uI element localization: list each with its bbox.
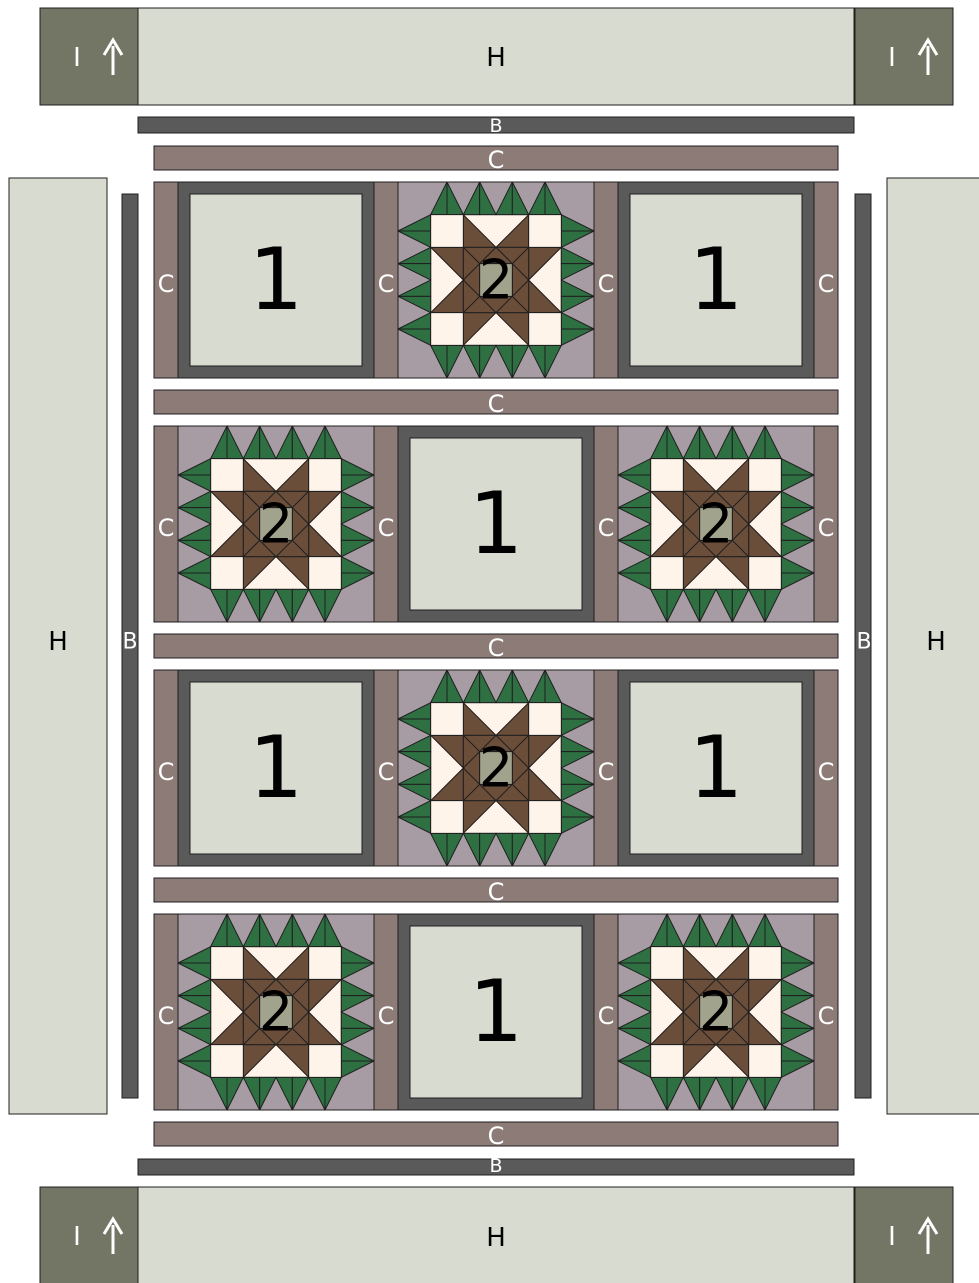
sashing-label: C — [488, 390, 505, 418]
sashing-label: C — [158, 514, 175, 542]
star-cream-square — [211, 459, 244, 492]
star-cream-square — [431, 703, 464, 736]
star-cream-square — [749, 557, 782, 590]
star-cream-square — [651, 459, 684, 492]
block-2-number: 2 — [699, 493, 733, 556]
star-cream-square — [529, 215, 562, 248]
block-1-number: 1 — [689, 718, 744, 818]
sashing-label: C — [158, 270, 175, 298]
sashing-label: C — [378, 514, 395, 542]
star-cream-square — [431, 313, 464, 346]
outer-border-label: H — [486, 1223, 506, 1253]
sashing-label: C — [378, 758, 395, 786]
sashing-label: C — [158, 758, 175, 786]
star-cream-square — [211, 557, 244, 590]
star-cream-square — [651, 1045, 684, 1078]
block-1-number: 1 — [689, 230, 744, 330]
outer-border-label: H — [48, 627, 68, 657]
star-cream-square — [309, 947, 342, 980]
block-1-number: 1 — [249, 718, 304, 818]
star-cream-square — [651, 557, 684, 590]
block-2-number: 2 — [479, 737, 513, 800]
sashing-label: C — [818, 514, 835, 542]
sashing-label: C — [598, 1002, 615, 1030]
star-cream-square — [529, 703, 562, 736]
star-cream-square — [211, 947, 244, 980]
sashing-label: C — [158, 1002, 175, 1030]
inner-border-label: B — [122, 630, 137, 655]
block-2-number: 2 — [479, 249, 513, 312]
sashing-label: C — [818, 270, 835, 298]
corner-label: I — [888, 43, 896, 73]
star-cream-square — [431, 801, 464, 834]
sashing-label: C — [378, 1002, 395, 1030]
star-cream-square — [309, 459, 342, 492]
sashing-label: C — [488, 1122, 505, 1150]
block-1-number: 1 — [469, 962, 524, 1062]
corner-label: I — [73, 43, 81, 73]
outer-border-label: H — [926, 627, 946, 657]
star-cream-square — [651, 947, 684, 980]
block-1-number: 1 — [469, 474, 524, 574]
block-2-number: 2 — [259, 981, 293, 1044]
block-2-number: 2 — [699, 981, 733, 1044]
block-2-number: 2 — [259, 493, 293, 556]
inner-border-label: B — [489, 115, 502, 137]
corner-label: I — [888, 1222, 896, 1252]
sashing-label: C — [488, 146, 505, 174]
block-1-number: 1 — [249, 230, 304, 330]
corner-label: I — [73, 1222, 81, 1252]
outer-border-label: H — [486, 43, 506, 73]
sashing-label: C — [378, 270, 395, 298]
sashing-label: C — [598, 270, 615, 298]
star-cream-square — [309, 1045, 342, 1078]
corner-square — [855, 1187, 953, 1283]
star-cream-square — [211, 1045, 244, 1078]
sashing-label: C — [488, 634, 505, 662]
star-cream-square — [749, 459, 782, 492]
corner-square — [855, 8, 953, 105]
corner-square — [40, 8, 138, 105]
star-cream-square — [749, 1045, 782, 1078]
inner-border-label: B — [856, 630, 871, 655]
star-cream-square — [529, 801, 562, 834]
star-cream-square — [529, 313, 562, 346]
star-cream-square — [309, 557, 342, 590]
sashing-label: C — [598, 514, 615, 542]
inner-border-label: B — [489, 1155, 502, 1177]
sashing-label: C — [488, 878, 505, 906]
sashing-label: C — [818, 758, 835, 786]
corner-square — [40, 1187, 138, 1283]
sashing-label: C — [598, 758, 615, 786]
star-cream-square — [431, 215, 464, 248]
sashing-label: C — [818, 1002, 835, 1030]
star-cream-square — [749, 947, 782, 980]
